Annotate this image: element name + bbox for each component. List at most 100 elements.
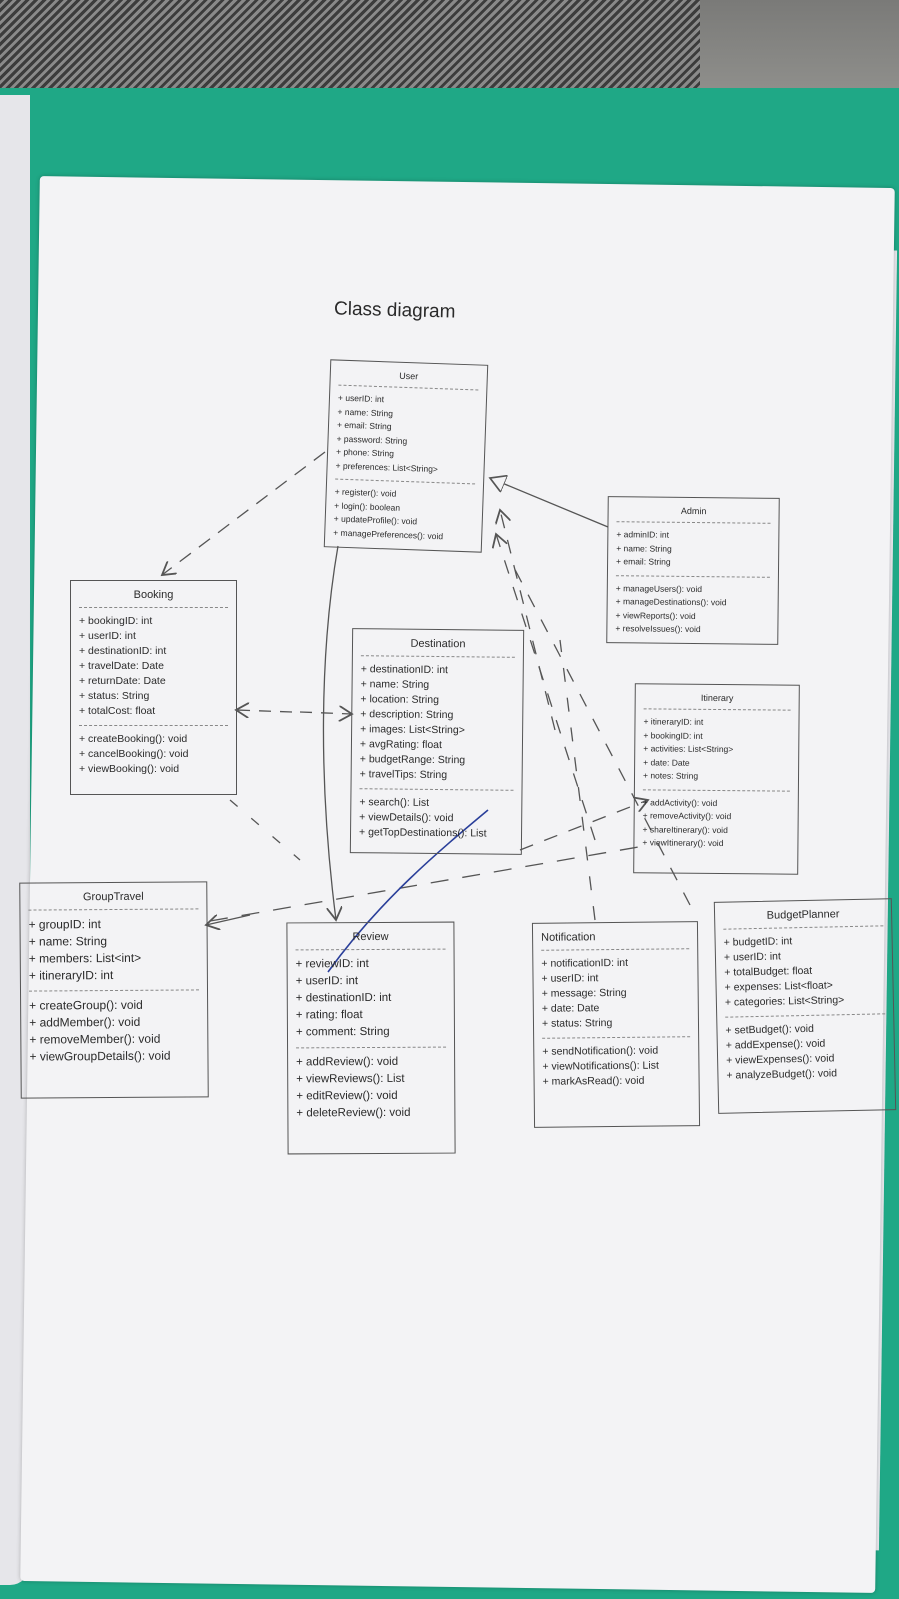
attribute: + reviewID: int [295, 958, 369, 971]
class-notification: Notification + notificationID: int + use… [531, 921, 701, 1128]
method: + viewGroupDetails(): void [29, 1048, 171, 1064]
separator [542, 1036, 691, 1039]
diagram-title: Class diagram [333, 298, 456, 323]
attribute: + date: Date [643, 756, 690, 768]
separator [615, 574, 770, 578]
separator [29, 989, 200, 992]
user-booking-link [162, 451, 326, 575]
attribute: + activities: List<String> [643, 743, 734, 755]
attribute: + images: List<String> [360, 723, 465, 737]
class-admin: Admin + adminID: int + name: String + em… [606, 496, 780, 645]
method: + viewReviews(): List [296, 1072, 405, 1086]
separator [642, 788, 790, 792]
attribute: + travelTips: String [359, 768, 448, 782]
attribute: + notes: String [642, 770, 699, 781]
attribute: + returnDate: Date [79, 675, 166, 687]
class-grouptravel-methods: + createGroup(): void + addMember(): voi… [29, 996, 199, 1065]
class-grouptravel-attributes: + groupID: int + name: String + members:… [28, 915, 198, 984]
attribute: + avgRating: float [359, 738, 443, 752]
class-user: User + userID: int + name: String + emai… [323, 359, 489, 553]
class-review-methods: + addReview(): void + viewReviews(): Lis… [296, 1054, 446, 1123]
class-grouptravel: GroupTravel + groupID: int + name: Strin… [19, 881, 209, 1099]
separator [725, 1013, 886, 1018]
attribute: + status: String [79, 690, 150, 702]
method: + viewBooking(): void [79, 763, 180, 775]
attribute: + message: String [541, 986, 627, 1000]
class-admin-attributes: + adminID: int + name: String + email: S… [616, 528, 770, 570]
class-grouptravel-title: GroupTravel [28, 886, 199, 911]
attribute: + bookingID: int [643, 729, 703, 741]
attribute: + notificationID: int [541, 956, 629, 970]
class-budgetplanner-attributes: + budgetID: int + userID: int + totalBud… [724, 932, 886, 1010]
method: + createGroup(): void [29, 997, 143, 1013]
attribute: + rating: float [295, 1009, 363, 1022]
method: + addMember(): void [29, 1014, 141, 1030]
class-destination: Destination + destinationID: int + name:… [349, 628, 525, 855]
attribute: + itineraryID: int [643, 716, 704, 727]
method: + cancelBooking(): void [79, 748, 189, 760]
method: + createBooking(): void [79, 733, 188, 745]
attribute: + userID: int [79, 630, 136, 642]
attribute: + email: String [616, 556, 671, 567]
class-user-title: User [338, 364, 480, 391]
class-destination-attributes: + destinationID: int + name: String + lo… [360, 662, 515, 784]
class-destination-title: Destination [360, 633, 516, 658]
class-admin-methods: + manageUsers(): void + manageDestinatio… [615, 582, 770, 638]
separator [79, 725, 228, 726]
method: + getTopDestinations(): List [358, 826, 487, 840]
method: + resolveIssues(): void [615, 623, 701, 635]
class-budgetplanner-title: BudgetPlanner [722, 903, 884, 930]
class-booking-methods: + createBooking(): void + cancelBooking(… [79, 732, 228, 777]
class-budgetplanner: BudgetPlanner + budgetID: int + userID: … [713, 898, 897, 1114]
attribute: + travelDate: Date [79, 660, 164, 672]
class-review-title: Review [295, 926, 446, 951]
class-booking: Booking + bookingID: int + userID: int +… [70, 580, 237, 795]
attribute: + comment: String [295, 1025, 390, 1039]
class-budgetplanner-methods: + setBudget(): void + addExpense(): void… [725, 1020, 886, 1083]
separator [359, 788, 514, 791]
attribute: + userID: int [295, 975, 359, 988]
class-itinerary-attributes: + itineraryID: int + bookingID: int + ac… [643, 715, 791, 784]
class-notification-attributes: + notificationID: int + userID: int + me… [541, 955, 690, 1032]
class-review: Review + reviewID: int + userID: int + d… [286, 921, 456, 1155]
attribute: + destinationID: int [360, 663, 449, 677]
method: + viewItinerary(): void [642, 837, 724, 849]
user-review-link [322, 545, 338, 920]
attribute: + userID: int [541, 972, 599, 985]
destination-itinerary-dashed [519, 800, 648, 851]
separator [335, 478, 476, 485]
grouptravel-itinerary-dashed [209, 844, 651, 922]
attribute: + destinationID: int [79, 645, 167, 657]
method: + deleteReview(): void [296, 1106, 411, 1120]
method: + manageDestinations(): void [615, 596, 727, 608]
class-itinerary-title: Itinerary [643, 688, 791, 711]
attribute: + location: String [360, 693, 440, 707]
booking-grouptravel-dashed [229, 799, 301, 861]
method: + analyzeBudget(): void [726, 1067, 838, 1082]
budget-user-dashed [509, 559, 691, 906]
admin-user-generalization [490, 478, 609, 528]
grouptravel-arrow [206, 914, 251, 925]
attribute: + itineraryID: int [28, 968, 114, 983]
method: + editReview(): void [296, 1089, 398, 1103]
attribute: + name: String [28, 934, 108, 949]
attribute: + totalCost: float [79, 705, 156, 717]
class-user-attributes: + userID: int + name: String + email: St… [335, 392, 478, 478]
class-review-attributes: + reviewID: int + userID: int + destinat… [296, 956, 446, 1042]
booking-destination-link-left [236, 710, 293, 712]
method: + shareItinerary(): void [642, 823, 728, 835]
pen-stroke [327, 809, 489, 973]
method: + addReview(): void [296, 1055, 399, 1069]
method: + addActivity(): void [642, 796, 718, 808]
class-user-methods: + register(): void + login(): boolean + … [333, 486, 475, 545]
method: + removeMember(): void [29, 1031, 161, 1047]
method: + search(): List [359, 796, 430, 809]
method: + markAsRead(): void [542, 1074, 645, 1088]
method: + sendNotification(): void [542, 1044, 659, 1058]
booking-destination-link-right [299, 712, 352, 714]
attribute: + description: String [360, 708, 454, 722]
class-booking-attributes: + bookingID: int + userID: int + destina… [79, 614, 228, 719]
class-notification-methods: + sendNotification(): void + viewNotific… [542, 1043, 690, 1090]
attribute: + bookingID: int [79, 615, 153, 627]
attribute: + members: List<int> [28, 950, 142, 966]
